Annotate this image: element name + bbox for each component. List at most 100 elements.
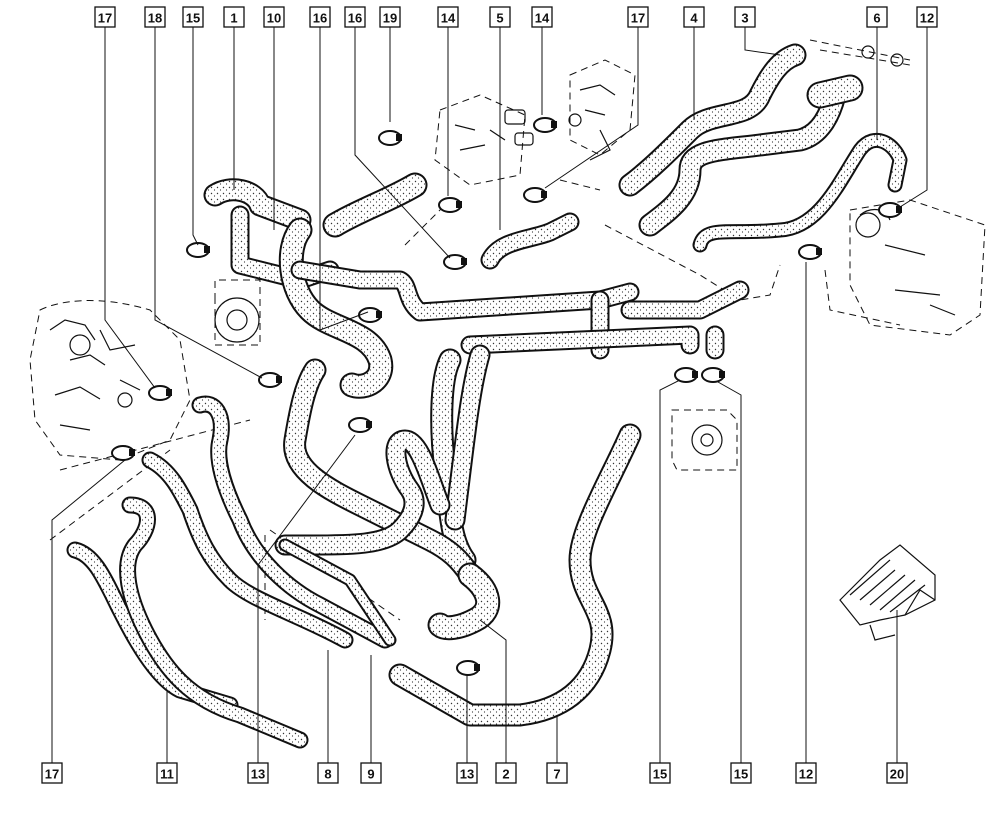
clamp-12 [798,244,822,260]
callout-number: 17 [98,11,112,26]
callout-bottom-2: 13 [247,762,269,784]
callout-bottom-8: 15 [649,762,671,784]
callout-number: 13 [460,767,474,782]
leader-22 [479,619,507,763]
leader-2 [192,27,199,246]
clamp-14-right [533,117,557,133]
callout-number: 10 [267,11,281,26]
bracket-part-20 [839,544,936,641]
callouts-top: 17 18 15 1 10 16 16 19 14 5 14 17 4 3 6 12 [94,6,938,28]
hose-19-neck [322,172,428,238]
callout-number: 12 [799,767,813,782]
callout-top-13: 3 [734,6,756,28]
callout-top-15: 12 [916,6,938,28]
callout-bottom-10: 12 [795,762,817,784]
clamp-16 [443,254,467,270]
callout-number: 3 [741,11,748,26]
callout-number: 17 [45,767,59,782]
callout-top-6: 16 [344,6,366,28]
hose-9 [191,395,394,649]
callout-top-5: 16 [309,6,331,28]
clamps [111,117,902,676]
clamp-17-b [111,445,135,461]
callout-number: 16 [313,11,327,26]
callout-top-10: 14 [531,6,553,28]
leader-18 [257,434,356,763]
clamp-17-a [148,385,172,401]
hose-3-end [806,74,864,109]
hose-7 [388,423,642,727]
callout-number: 13 [251,767,265,782]
callout-number: 14 [441,11,456,26]
heater-valve-assembly [568,59,636,161]
callout-number: 15 [734,767,748,782]
callout-number: 1 [230,11,237,26]
hose-4-lower [638,83,847,237]
leader-0 [104,27,156,389]
thermostat-housing-top [434,94,534,186]
callout-number: 7 [553,767,560,782]
leader-24 [659,379,681,763]
callout-number: 17 [631,11,645,26]
callout-number: 20 [890,767,904,782]
callout-bottom-3: 8 [317,762,339,784]
clamp-13-top [348,417,372,433]
callout-top-4: 10 [263,6,285,28]
callout-number: 5 [496,11,503,26]
callout-number: 9 [367,767,374,782]
callout-number: 14 [535,11,550,26]
leader-25 [717,381,742,763]
callout-number: 19 [383,11,397,26]
hose-2-long [430,348,477,572]
engine-block-left [29,300,191,461]
hose-13-upper [283,358,482,587]
callout-bottom-11: 20 [886,762,908,784]
clamp-15-b [701,367,725,383]
expansion-tank-right [849,199,986,336]
hose-upper-long [290,260,640,322]
clamp-16-mid [358,307,382,323]
callout-top-8: 14 [437,6,459,28]
callout-number: 8 [324,767,331,782]
callout-number: 11 [160,767,174,782]
oil-cooler-left [214,279,261,346]
callout-top-3: 1 [223,6,245,28]
hose-7-riser [444,344,491,531]
callout-top-0: 17 [94,6,116,28]
callout-top-9: 5 [489,6,511,28]
hose-6 [692,132,908,253]
callout-top-2: 15 [182,6,204,28]
callouts-bottom: 17 11 13 8 9 13 2 7 15 15 12 20 [41,762,908,784]
callout-bottom-9: 15 [730,762,752,784]
clamp-12-top [878,202,902,218]
callout-number: 2 [502,767,509,782]
callout-bottom-7: 7 [546,762,568,784]
hoses [66,43,908,749]
hose-middle-cross [460,325,725,360]
hose-4 [618,43,807,197]
hose-8 [141,451,354,649]
callout-top-7: 19 [379,6,401,28]
callout-number: 6 [873,11,880,26]
leader-6 [354,27,451,259]
callout-number: 16 [348,11,362,26]
hose-5 [480,212,580,270]
callout-bottom-5: 13 [456,762,478,784]
leader-lines [51,27,928,763]
clamp-18 [258,372,282,388]
callout-top-12: 4 [683,6,705,28]
clamp-19 [378,130,402,146]
callout-bottom-4: 9 [360,762,382,784]
callout-top-11: 17 [627,6,649,28]
callout-number: 15 [653,767,667,782]
callout-number: 15 [186,11,200,26]
clamp-13-bottom [456,660,480,676]
callout-number: 18 [148,11,162,26]
clamp-15-a [674,367,698,383]
hose-11b [119,496,309,749]
clamp-14-left [438,197,462,213]
leader-16 [51,459,126,763]
leader-13 [744,27,781,56]
hose-11 [66,541,239,714]
